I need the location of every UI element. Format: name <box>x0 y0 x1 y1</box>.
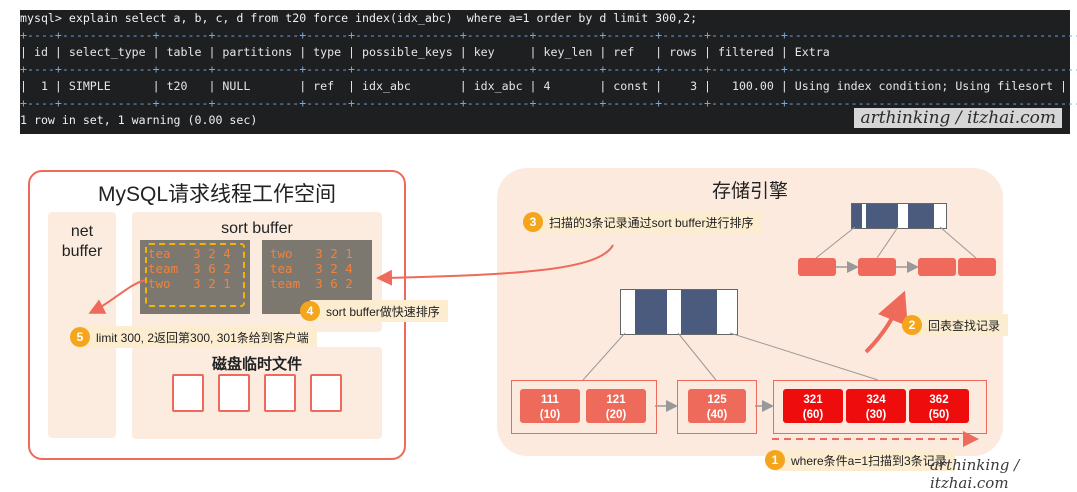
idx-abc-root-node <box>620 289 738 335</box>
callout-step-2: 2 回表查找记录 <box>902 314 1009 336</box>
disk-temp-files-title: 磁盘临时文件 <box>211 356 302 373</box>
sorted-rows-text: tea 3 2 4 team 3 6 2 two 3 2 1 <box>148 246 231 291</box>
to-client-arrow <box>88 279 146 314</box>
temp-file <box>310 374 342 412</box>
tree-edge <box>729 332 879 381</box>
callout-step-1: 1 where条件a=1扫描到3条记录 <box>765 449 955 471</box>
temp-file <box>172 374 204 412</box>
callout-text: limit 300, 2返回第300, 301条给到客户端 <box>96 330 309 345</box>
temp-file <box>264 374 296 412</box>
primary-leaf-node <box>858 258 896 276</box>
idx-entry-matched: 362 (50) <box>909 389 969 423</box>
idx-entry-key: 125 <box>707 394 727 406</box>
idx-entry-matched: 321 (60) <box>783 389 843 423</box>
step-badge: 3 <box>523 212 543 232</box>
idx-entry-value: (50) <box>928 409 950 421</box>
idx-entry: 111 (10) <box>520 389 580 423</box>
primary-index-root-node <box>851 203 947 229</box>
idx-entry-value: (10) <box>539 409 561 421</box>
step-badge: 5 <box>70 327 90 347</box>
terminal-line: mysql> explain select a, b, c, d from t2… <box>20 11 698 25</box>
primary-leaf-node <box>798 258 836 276</box>
net-buffer-label-line1: net <box>70 223 94 240</box>
workspace-title: MySQL请求线程工作空间 <box>97 183 336 206</box>
idx-entry-value: (30) <box>865 409 887 421</box>
callout-text: 回表查找记录 <box>928 318 1001 333</box>
step-badge: 1 <box>765 450 785 470</box>
idx-entry-key: 321 <box>803 394 823 406</box>
primary-leaf-node <box>958 258 996 276</box>
storage-engine-title: 存储引擎 <box>711 181 788 202</box>
net-buffer-label-line2: buffer <box>61 243 103 260</box>
callout-step-4: 4 sort buffer做快速排序 <box>300 300 448 322</box>
terminal-line: | 1 | SIMPLE | t20 | NULL | ref | idx_ab… <box>20 79 1068 93</box>
lookup-arrow <box>864 290 908 354</box>
terminal-line: +----+-------------+-------+------------… <box>20 96 1077 110</box>
callout-text: 扫描的3条记录通过sort buffer进行排序 <box>549 215 754 230</box>
idx-entry-key: 362 <box>929 394 949 406</box>
callout-text: where条件a=1扫描到3条记录 <box>791 453 947 468</box>
terminal-line: 1 row in set, 1 warning (0.00 sec) <box>20 113 258 127</box>
tree-edge <box>677 332 717 381</box>
terminal-output: mysql> explain select a, b, c, d from t2… <box>20 10 1077 134</box>
terminal-watermark: arthinking / itzhai.com <box>854 108 1062 128</box>
callout-text: sort buffer做快速排序 <box>326 304 440 319</box>
net-buffer: net buffer <box>48 212 116 438</box>
explain-output-text: mysql> explain select a, b, c, d from t2… <box>20 10 1077 129</box>
sorted-rows-box: tea 3 2 4 team 3 6 2 two 3 2 1 <box>140 240 250 314</box>
unsorted-rows-box: two 3 2 1 tea 3 2 4 team 3 6 2 <box>262 240 372 314</box>
tree-edge <box>939 226 977 259</box>
terminal-line: +----+-------------+-------+------------… <box>20 62 1077 76</box>
idx-entry-value: (40) <box>706 409 728 421</box>
selected-rows-highlight <box>145 243 245 307</box>
bottom-watermark: arthinking / itzhai.com <box>930 456 1020 492</box>
step-badge: 2 <box>902 315 922 335</box>
tree-edge <box>582 332 626 381</box>
idx-entry-matched: 324 (30) <box>846 389 906 423</box>
primary-leaf-node <box>918 258 956 276</box>
idx-entry-key: 324 <box>866 394 886 406</box>
idx-entry: 121 (20) <box>586 389 646 423</box>
unsorted-rows-text: two 3 2 1 tea 3 2 4 team 3 6 2 <box>270 246 353 291</box>
terminal-line: | id | select_type | table | partitions … <box>20 45 1077 59</box>
callout-step-3: 3 扫描的3条记录通过sort buffer进行排序 <box>523 211 762 233</box>
tree-edge <box>815 226 856 259</box>
idx-entry-value: (20) <box>605 409 627 421</box>
tree-edge <box>876 226 899 259</box>
idx-entry-key: 111 <box>541 394 559 406</box>
to-sort-buffer-arrow <box>376 244 614 286</box>
sort-buffer-title: sort buffer <box>221 220 293 237</box>
step-badge: 4 <box>300 301 320 321</box>
terminal-line: +----+-------------+-------+------------… <box>20 28 1077 42</box>
idx-entry: 125 (40) <box>688 389 746 423</box>
temp-file <box>218 374 250 412</box>
idx-entry-key: 121 <box>606 394 626 406</box>
callout-step-5: 5 limit 300, 2返回第300, 301条给到客户端 <box>70 326 317 348</box>
idx-entry-value: (60) <box>802 409 824 421</box>
